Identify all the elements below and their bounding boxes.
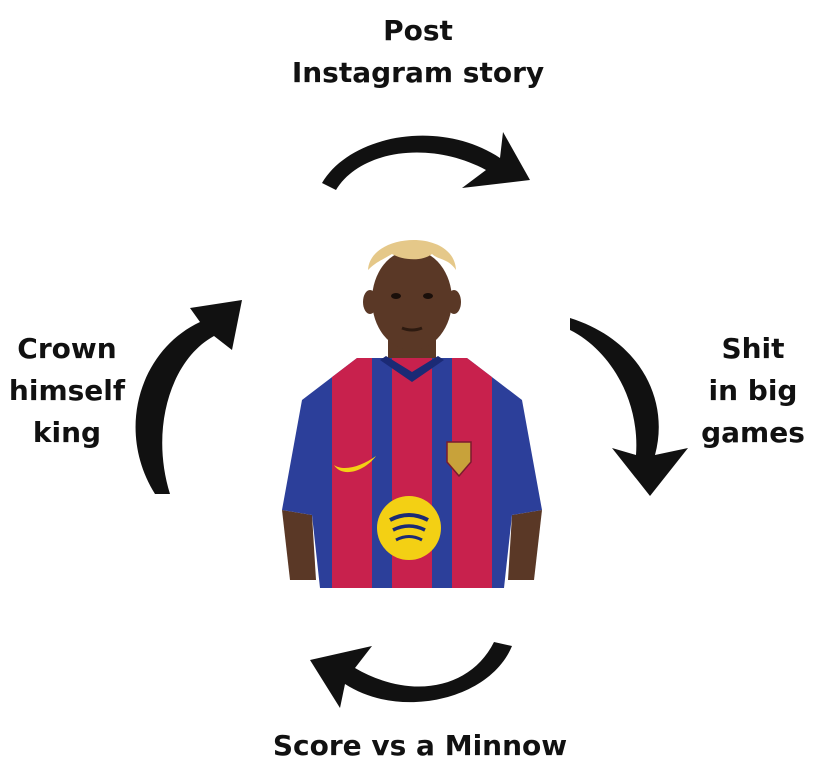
curved-arrow-icon bbox=[570, 318, 688, 496]
label-post-instagram-story: Post Instagram story bbox=[250, 10, 586, 94]
curved-arrow-icon bbox=[135, 300, 242, 494]
label-line: Score vs a Minnow bbox=[272, 729, 568, 762]
label-line: games bbox=[701, 416, 805, 449]
curved-arrow-icon bbox=[322, 132, 530, 190]
label-line: Crown bbox=[17, 332, 117, 365]
label-line: king bbox=[32, 416, 102, 449]
label-score-vs-minnow: Score vs a Minnow bbox=[210, 728, 630, 764]
label-crown-himself-king: Crown himself king bbox=[4, 328, 130, 454]
label-line: Instagram story bbox=[291, 56, 545, 89]
label-line: Post bbox=[383, 14, 453, 47]
label-line: himself bbox=[8, 374, 126, 407]
label-line: in big bbox=[708, 374, 798, 407]
curved-arrow-icon bbox=[310, 642, 512, 708]
footballer-photo bbox=[282, 239, 542, 588]
label-line: Shit bbox=[721, 332, 785, 365]
label-big-games: Shit in big games bbox=[690, 328, 816, 454]
